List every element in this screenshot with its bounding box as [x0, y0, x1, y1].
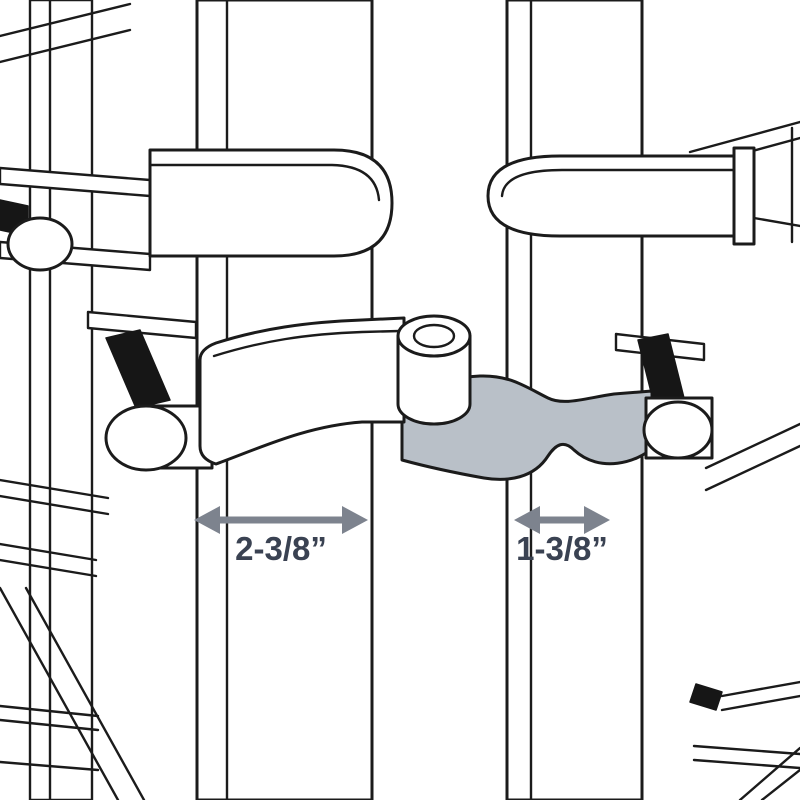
- left-fence-post: [28, 0, 94, 800]
- female-strap-edge-line: [212, 329, 402, 358]
- left-carriage-bolt: [105, 329, 171, 409]
- right-wire: [720, 694, 800, 712]
- strap-end-plate: [732, 146, 756, 246]
- band-strap: [148, 148, 394, 258]
- right-arrowhead-icon: [584, 506, 610, 534]
- fence-left: [0, 0, 146, 800]
- top-left-rail-line: [0, 28, 132, 64]
- band-strap-edge-line: [500, 168, 738, 198]
- left-backing-bar: [86, 310, 198, 340]
- left-arrowhead-icon: [514, 506, 540, 534]
- bolt-cylinder: [6, 216, 74, 272]
- hinge-barrel-hole: [412, 323, 456, 349]
- right-brace-line: [704, 422, 800, 470]
- right-wire: [720, 680, 800, 698]
- right-brace-line: [704, 444, 800, 492]
- left-wire: [0, 718, 100, 732]
- left-wire: [0, 542, 98, 562]
- right-dimension-label: 1-3/8”: [516, 530, 608, 567]
- right-bolt-cylinder: [642, 400, 714, 460]
- hinge-barrel-body: [396, 334, 472, 426]
- right-wire: [692, 744, 800, 756]
- left-wire: [0, 558, 98, 578]
- left-arrowhead-icon: [194, 506, 220, 534]
- dimension-left: 2-3/8”: [194, 506, 368, 567]
- strap-tail-wire: [752, 216, 800, 228]
- upper-right-clamp: [486, 146, 800, 246]
- right-wire: [692, 758, 800, 770]
- left-wire: [0, 760, 100, 772]
- left-brace-line: [24, 586, 146, 800]
- top-left-rail-line: [0, 2, 132, 38]
- right-arrowhead-icon: [342, 506, 368, 534]
- upper-left-clamp: [0, 148, 394, 272]
- left-wire: [0, 494, 110, 516]
- band-strap-edge-line: [148, 163, 381, 202]
- top-right-rail-line: [688, 120, 800, 154]
- right-corner-brace-line: [738, 746, 800, 800]
- dimension-right: 1-3/8”: [514, 506, 610, 567]
- left-wire: [0, 704, 100, 718]
- left-dimension-label: 2-3/8”: [235, 530, 327, 567]
- band-strap: [486, 154, 738, 238]
- left-brace-line: [0, 586, 120, 800]
- female-hinge-strap: [198, 316, 406, 466]
- right-wire-bolt: [689, 683, 723, 711]
- gate-hinge: [86, 310, 714, 481]
- left-wire: [0, 478, 110, 500]
- right-corner-brace-line: [760, 768, 800, 800]
- left-bolt-cylinder: [104, 404, 188, 472]
